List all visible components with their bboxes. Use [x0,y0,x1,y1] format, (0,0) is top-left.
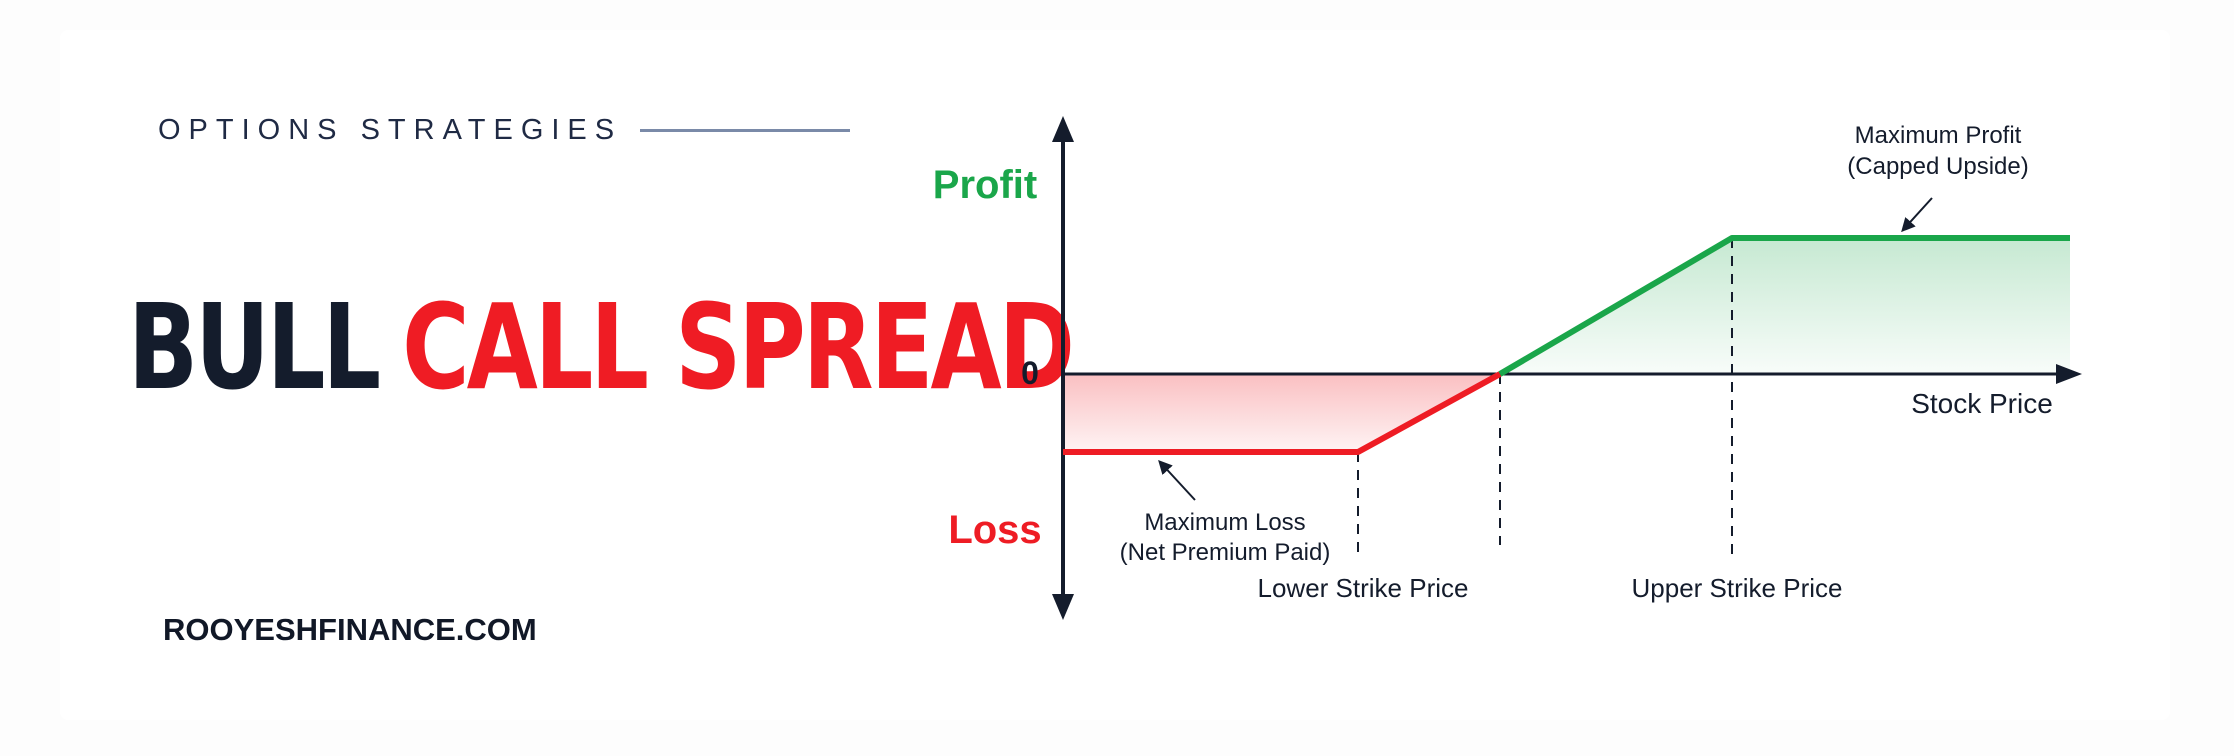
kicker: OPTIONS STRATEGIES [158,110,851,150]
site-url: ROOYESHFINANCE.COM [163,612,537,647]
max-loss-arrow [1158,459,1196,501]
payoff-profit-line [1498,235,2070,377]
max-loss-label-line1: Maximum Loss [1144,509,1305,536]
page-title: BULL CALL SPREAD [128,264,1075,430]
profit-region [1500,238,2070,374]
max-loss-label-line2: (Net Premium Paid) [1120,539,1331,566]
y-axis-arrow-down [1052,594,1074,620]
title-bull: BULL [128,278,381,416]
kicker-text: OPTIONS STRATEGIES [158,113,623,146]
payoff-loss-line [1063,371,1502,455]
profit-label: Profit [933,163,1037,207]
lower-strike-label: Lower Strike Price [1258,573,1469,603]
kicker-rule [640,128,851,132]
zero-label: 0 [1021,355,1039,391]
y-axis-arrow-up [1052,116,1074,142]
max-profit-label-line1: Maximum Profit [1855,122,2022,149]
loss-label: Loss [948,508,1041,552]
upper-strike-label: Upper Strike Price [1632,573,1843,603]
x-axis-arrow [2056,364,2082,384]
max-profit-label-line2: (Capped Upside) [1847,153,2028,180]
max-profit-arrow [1901,197,1933,233]
title-call-spread: CALL SPREAD [402,278,1075,416]
x-axis-label: Stock Price [1911,388,2053,419]
